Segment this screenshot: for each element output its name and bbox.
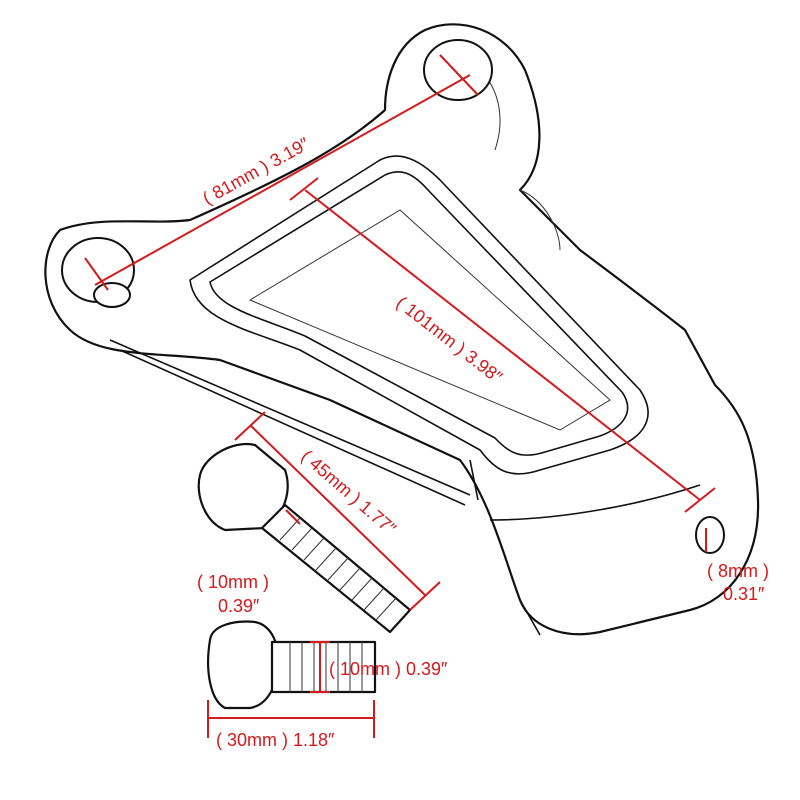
label-bracket-thickness-in: 0.31″ — [723, 584, 765, 604]
label-short-bolt-length: ( 30mm ) 1.18″ — [216, 730, 335, 750]
long-bolt-head — [197, 442, 289, 532]
dim-tick-hole-spacing-a — [84, 257, 109, 291]
dim-tick-bracket-length-a — [289, 177, 319, 201]
long-bolt — [197, 442, 412, 634]
bracket-outline — [44, 23, 760, 636]
side-hole — [695, 516, 725, 554]
short-bolt-threads — [289, 642, 363, 692]
dim-line-long-bolt — [249, 424, 426, 596]
mount-hole-left-bore — [93, 282, 131, 308]
dim-tick-hole-spacing-b — [439, 54, 479, 96]
short-bolt-head — [207, 620, 280, 710]
bracket-edge-right — [489, 484, 701, 636]
label-short-bolt-diameter: ( 10mm ) 0.39″ — [329, 659, 448, 679]
mount-hole-top — [423, 39, 493, 101]
long-bolt-threads — [279, 517, 397, 621]
bracket-edge — [109, 339, 479, 506]
dim-tick-long-bolt-b — [409, 581, 441, 611]
dim-tick-long-bolt-a — [234, 411, 266, 441]
caliper-bracket — [44, 23, 760, 636]
dim-line-long-bolt-head — [285, 509, 301, 525]
label-long-bolt-length: ( 45mm ) 1.77″ — [297, 446, 400, 539]
bracket-window-bevel — [209, 171, 629, 456]
dim-line-bracket-length — [304, 189, 701, 501]
short-bolt-shank — [270, 640, 377, 694]
dim-line-hole-spacing — [94, 74, 471, 286]
bracket-inner-cut — [248, 209, 611, 431]
label-long-bolt-head: ( 10mm ) — [197, 572, 269, 592]
dimension-lines — [84, 54, 716, 738]
short-bolt — [207, 620, 377, 710]
label-bracket-thickness: ( 8mm ) — [707, 561, 769, 581]
bracket-window — [189, 155, 649, 475]
label-long-bolt-head-in: 0.39″ — [218, 596, 260, 616]
dim-tick-bracket-length-b — [684, 487, 716, 513]
